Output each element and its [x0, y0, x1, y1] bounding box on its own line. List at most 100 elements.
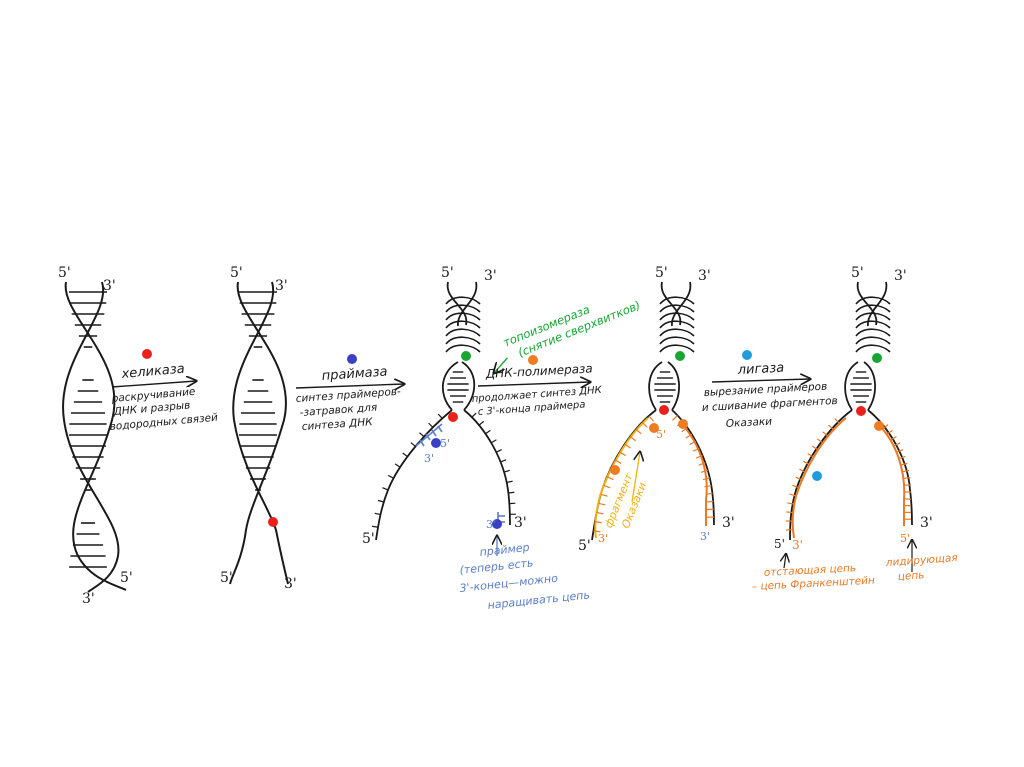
- end-label-3-top: 3': [484, 268, 497, 284]
- new-leading-strand: [681, 423, 708, 526]
- base-pair-line: [402, 452, 408, 458]
- stage-5-ligated-fork: 5' 3' 5' 3' 3' 5': [774, 265, 933, 552]
- base-pair-line: [893, 442, 901, 447]
- ligase-marker: [742, 350, 752, 360]
- base-pair-line: [692, 447, 700, 452]
- base-pair-line: [374, 512, 381, 516]
- leading-note-line-2: цепь: [897, 569, 924, 583]
- primase-marker: [347, 354, 357, 364]
- primase-arrow: [295, 384, 404, 388]
- primase-line-2: -затравок для: [299, 402, 377, 419]
- base-pair-line: [600, 493, 608, 497]
- base-pair-line: [387, 474, 394, 479]
- stage-4-polymerase-fork: 5' 3' 5' 3' 3' 5' 3': [578, 265, 735, 554]
- end-label-5-bottom: 5': [362, 531, 375, 547]
- primase-title: праймаза: [321, 364, 388, 384]
- base-pair-rungs: [654, 371, 676, 403]
- end-label-3-top: 3': [698, 268, 711, 284]
- base-pair-line: [372, 525, 379, 528]
- primer-lagging: [415, 423, 443, 447]
- base-pair-line: [685, 433, 693, 439]
- base-pair-line: [807, 453, 814, 458]
- end-label-5-top: 5': [230, 265, 243, 281]
- base-pair-line: [593, 530, 601, 533]
- primer-note-line-1: праймер: [479, 541, 530, 559]
- topoisomerase-marker: [461, 351, 471, 361]
- base-pair-line: [903, 477, 911, 480]
- base-pair-line: [702, 477, 710, 481]
- end-label-3-bottom: 3': [82, 591, 95, 607]
- base-pair-line: [500, 459, 507, 463]
- primer-note: праймер (теперь есть 3'-конец—можно нара…: [459, 536, 590, 612]
- base-pair-line: [603, 484, 611, 489]
- polymerase-marker: [528, 355, 538, 365]
- helicase-title: хеликаза: [120, 362, 185, 383]
- helicase-marker: [448, 412, 458, 422]
- ligase-annotation: лигаза вырезание праймеров и сшивание фр…: [702, 350, 838, 430]
- base-pair-line: [786, 511, 794, 514]
- base-pair-line: [902, 469, 910, 473]
- base-pair-line: [635, 428, 642, 435]
- ligase-arrow: [711, 379, 810, 382]
- end-label-5-bottom: 5': [578, 538, 591, 554]
- base-pair-line: [478, 420, 485, 426]
- end-label-5-bottom: 5': [774, 537, 785, 551]
- base-pair-line: [795, 476, 803, 481]
- leading-strand-note: лидирующая цепь: [884, 540, 958, 583]
- end-label-3-bottom: 3': [284, 576, 297, 592]
- single-strand-bases: [372, 412, 516, 528]
- base-pair-line: [641, 421, 648, 428]
- helicase-annotation: хеликаза раскручивание ДНК и разрыв водо…: [109, 349, 219, 433]
- base-pair-line: [410, 442, 416, 447]
- base-pair-line: [377, 499, 384, 503]
- base-pair-line: [596, 511, 604, 515]
- polymerase-arrow: [477, 382, 590, 386]
- end-label-3-lagging: 3': [792, 538, 803, 552]
- base-pair-line: [803, 460, 810, 466]
- base-pair-line: [508, 491, 515, 494]
- supercoil: [659, 296, 695, 353]
- base-pair-line: [495, 449, 502, 453]
- primer-end-5: 5': [440, 437, 450, 450]
- polymerase-marker: [874, 421, 884, 431]
- stage-1-double-helix: 5' 3' 3' 5': [58, 265, 133, 607]
- end-label-5-bottom: 5': [220, 570, 233, 586]
- base-pair-line: [898, 455, 906, 460]
- base-pair-line: [799, 468, 806, 473]
- end-label-3-top: 3': [275, 278, 288, 294]
- base-pair-line: [606, 476, 614, 481]
- helicase-marker: [142, 349, 152, 359]
- end-label-5-top: 5': [655, 265, 668, 281]
- primer-end-5: 5': [656, 428, 666, 441]
- end-label-5-top: 5': [851, 265, 864, 281]
- end-label-5-leading: 5': [900, 532, 910, 545]
- end-label-5-top: 5': [58, 265, 71, 281]
- new-strand-bases: [593, 415, 714, 533]
- base-pair-rungs: [447, 371, 469, 403]
- ligase-line-3: Оказаки: [726, 416, 773, 430]
- base-pair-line: [886, 429, 893, 435]
- base-pair-line: [503, 469, 510, 473]
- topoisomerase-marker: [675, 351, 685, 361]
- topoisomerase-pointer: [491, 357, 508, 373]
- helicase-marker: [659, 405, 669, 415]
- base-pair-line: [816, 438, 824, 444]
- base-pair-line: [890, 436, 897, 441]
- primase-annotation: праймаза синтез праймеров- -затравок для…: [295, 354, 404, 433]
- end-label-3-top: 3': [103, 278, 116, 294]
- base-pair-line: [437, 413, 443, 419]
- base-pair-line: [394, 463, 401, 468]
- base-pair-line: [648, 415, 654, 422]
- base-pair-line: [490, 439, 497, 444]
- end-label-3-top: 3': [894, 268, 907, 284]
- base-pair-line: [594, 521, 602, 524]
- okazaki-pointer: [631, 452, 640, 503]
- base-pair-line: [629, 436, 637, 442]
- primase-line-3: синтеза ДНК: [301, 416, 373, 433]
- primer-end-3-leading: 3': [486, 518, 496, 531]
- single-strand-bases: [243, 319, 285, 545]
- base-pair-line: [419, 432, 425, 438]
- primer-end-3: 3': [598, 532, 608, 545]
- polymerase-marker: [678, 419, 688, 429]
